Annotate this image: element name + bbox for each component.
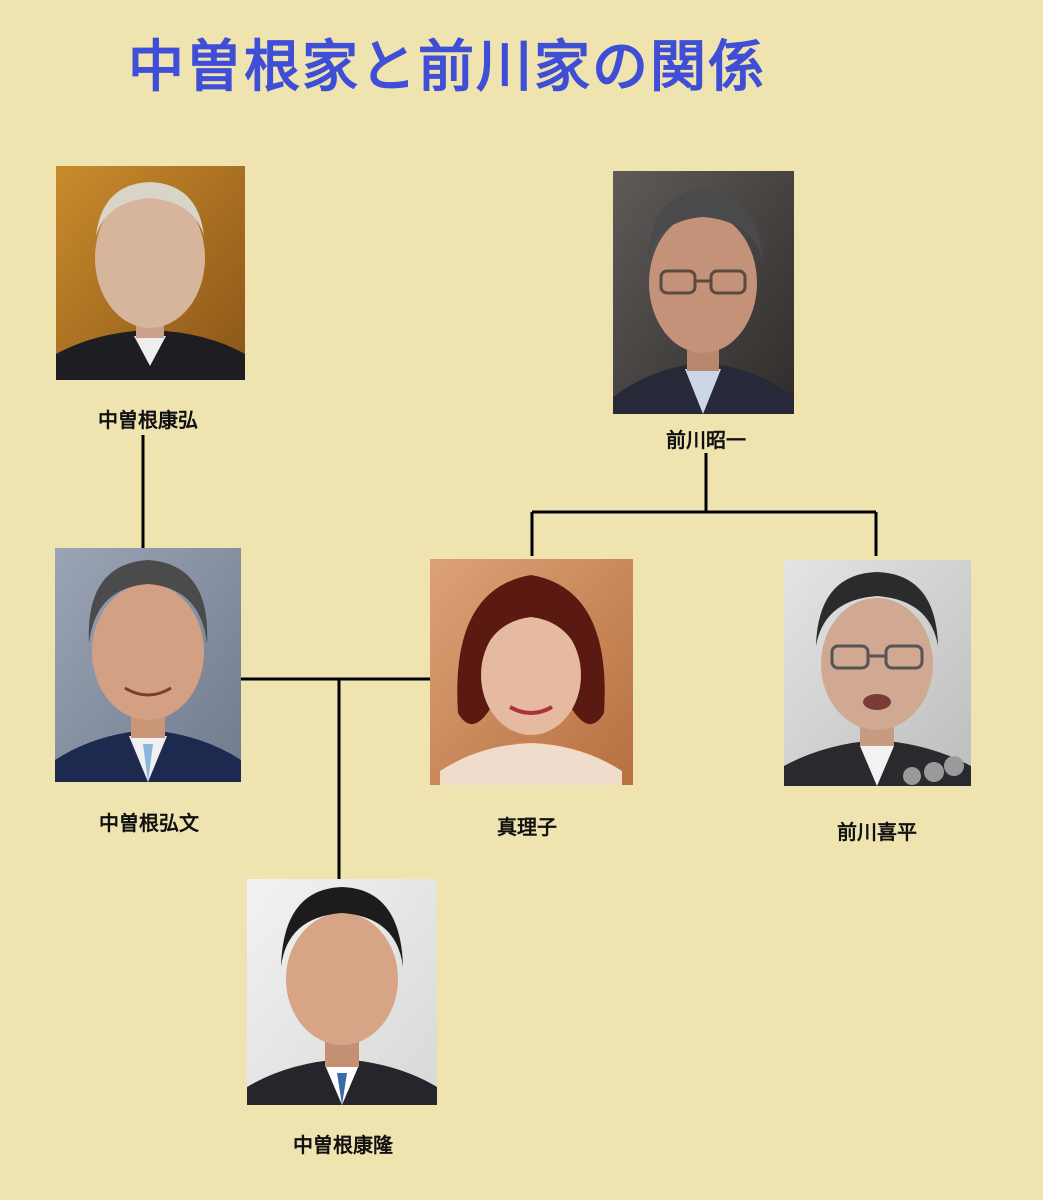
name-yasuhiro: 中曽根康弘 <box>98 408 198 432</box>
portrait-yasutaka <box>247 879 437 1105</box>
portrait-mariko <box>430 559 633 785</box>
portrait-hirofumi <box>55 548 241 782</box>
page-title: 中曽根家と前川家の関係 <box>128 34 766 100</box>
portrait-yasuhiro <box>56 166 245 380</box>
portrait-kihei <box>784 560 971 786</box>
name-akiichi: 前川昭一 <box>666 428 746 452</box>
name-kihei: 前川喜平 <box>837 820 917 844</box>
name-mariko: 真理子 <box>497 815 557 839</box>
name-hirofumi: 中曽根弘文 <box>99 811 199 835</box>
name-yasutaka: 中曽根康隆 <box>293 1133 393 1157</box>
portrait-akiichi <box>613 171 794 414</box>
